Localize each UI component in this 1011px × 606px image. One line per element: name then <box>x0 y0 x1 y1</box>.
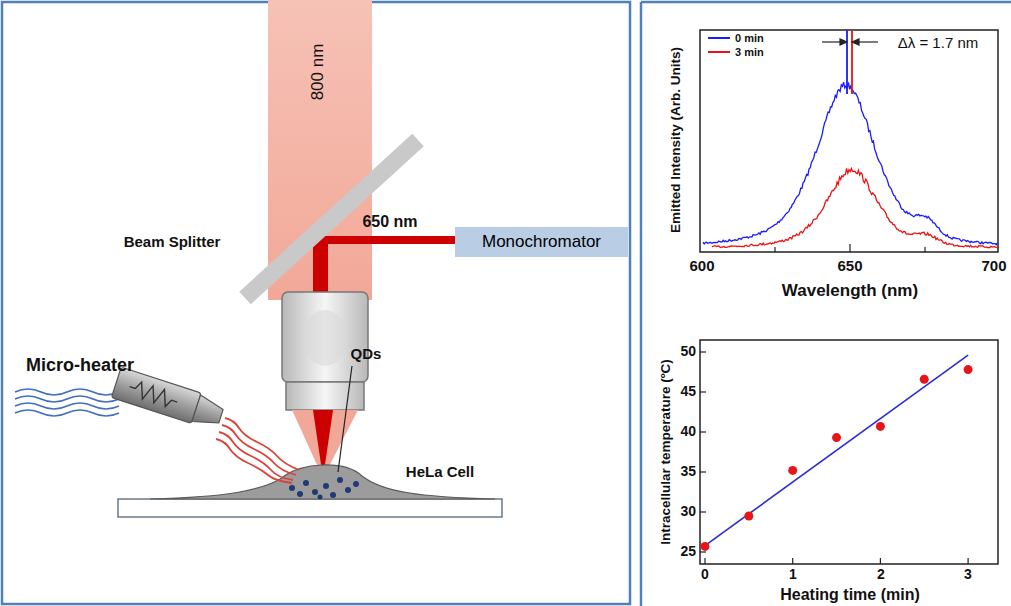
data-point <box>920 375 929 384</box>
data-point <box>701 542 710 551</box>
objective <box>286 382 364 410</box>
axis-tick <box>700 351 706 352</box>
instrument-box: Monochromator <box>455 227 628 257</box>
wavelength-label: 650 nm <box>362 213 417 231</box>
tick-label: 35 <box>680 464 696 479</box>
objective-lens <box>303 310 347 366</box>
tick-label: 1 <box>789 567 797 582</box>
heat-waves <box>216 418 299 483</box>
axis-title: Intracellular temperature (ºC) <box>659 359 674 545</box>
panel-frame <box>640 2 643 606</box>
micro-heater <box>111 367 226 431</box>
part-label: Micro-heater <box>26 356 134 376</box>
box-label: Monochromator <box>482 232 601 252</box>
part-label: QDs <box>351 346 382 363</box>
panel-frame <box>641 1 1011 4</box>
data-point <box>744 512 753 521</box>
tick-label: 3 <box>964 567 972 582</box>
axis-title: Heating time (min) <box>780 586 920 604</box>
part-label: Beam Splitter <box>124 234 221 251</box>
data-point <box>832 433 841 442</box>
axis-title: Emitted Intensity (Arb. Units) <box>669 47 684 233</box>
part-label: HeLa Cell <box>406 464 474 481</box>
axis-tick <box>700 391 706 392</box>
axis-title: Wavelength (nm) <box>782 282 918 301</box>
axis-tick <box>700 511 706 512</box>
legend-line <box>708 37 730 39</box>
tick-label: 2 <box>877 567 885 582</box>
legend-line <box>708 51 730 53</box>
axis-tick <box>880 558 881 564</box>
beam-splitter <box>245 140 418 298</box>
axis-tick <box>700 431 706 432</box>
panel-frame <box>2 2 630 604</box>
fit-line <box>705 355 968 545</box>
emission-beam <box>320 236 456 244</box>
tick-label: 0 <box>701 567 709 582</box>
axis-tick <box>967 558 968 564</box>
spectrum-curve <box>703 82 997 245</box>
quantum-dots <box>289 477 359 500</box>
tick-label: 25 <box>680 544 696 559</box>
delta-arrows <box>822 39 878 45</box>
axis-tick <box>700 551 706 552</box>
delta-label: Δλ = 1.7 nm <box>898 35 978 52</box>
axis-tick <box>700 471 706 472</box>
leader-line <box>338 366 352 472</box>
tick-label: 600 <box>689 258 714 275</box>
data-point <box>964 365 973 374</box>
tick-label: 700 <box>981 258 1006 275</box>
temperature-axes <box>700 340 998 564</box>
spectrum-curve <box>712 169 998 248</box>
peak-marker <box>851 30 853 94</box>
legend-label: 0 min <box>735 32 764 44</box>
axis-tick <box>792 558 793 564</box>
tick-label: 40 <box>680 424 696 439</box>
tick-label: 650 <box>837 258 862 275</box>
tick-label: 30 <box>680 504 696 519</box>
legend-label: 3 min <box>735 46 764 58</box>
peak-marker <box>846 30 848 94</box>
objective <box>282 292 368 382</box>
data-point <box>876 422 885 431</box>
tick-label: 50 <box>680 344 696 359</box>
axis-tick <box>704 558 705 564</box>
tick-label: 45 <box>680 384 696 399</box>
wavelength-label: 800 nm <box>309 44 328 101</box>
glass-slide <box>118 499 502 517</box>
spectrum-axes <box>700 30 998 252</box>
data-point <box>788 466 797 475</box>
axis-ticks <box>775 244 925 252</box>
heater-wires <box>15 389 119 416</box>
